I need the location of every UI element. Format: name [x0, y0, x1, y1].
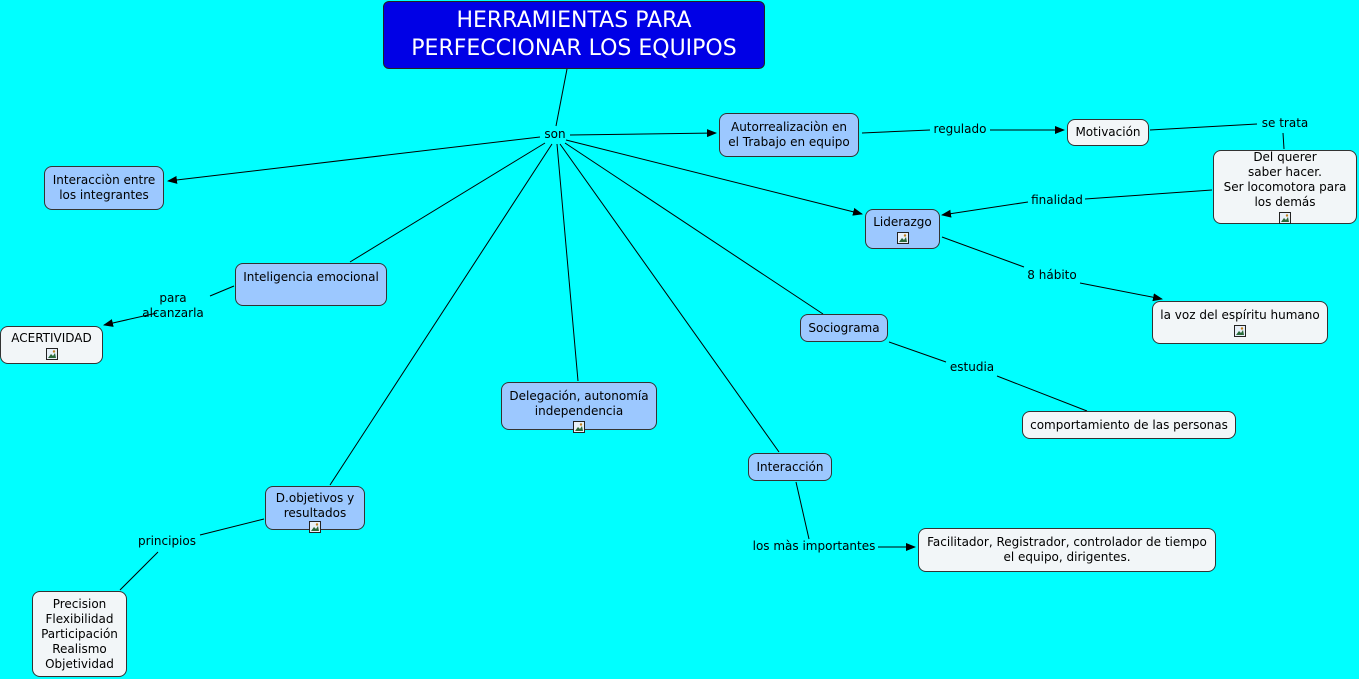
- node-liderazgo[interactable]: Liderazgo: [865, 209, 940, 249]
- node-label: Interacciòn entre los integrantes: [52, 173, 156, 202]
- node-label: Delegación, autonomía independencia: [509, 389, 649, 418]
- link-principios-lista: [119, 551, 159, 591]
- node-label: Facilitador, Registrador, controlador de…: [927, 535, 1207, 564]
- link-interaccion-losmas: [795, 481, 810, 540]
- link-son-interaccion-integrantes: [167, 136, 541, 184]
- link-label-para-alcanzarla: para alcanzarla: [142, 291, 204, 320]
- link-motivacion-setrata: [1149, 123, 1258, 131]
- image-icon[interactable]: [573, 421, 585, 433]
- link-son-delegacion: [556, 143, 579, 382]
- link-inteligencia-para: [209, 285, 235, 297]
- node-acertividad[interactable]: ACERTIVIDAD: [0, 326, 103, 364]
- node-label: comportamiento de las personas: [1030, 417, 1228, 432]
- node-label: Motivación: [1075, 125, 1141, 139]
- node-interaccion[interactable]: Interacción: [748, 453, 832, 481]
- node-label: Interacción: [756, 459, 824, 474]
- link-son-inteligencia: [349, 142, 546, 263]
- map-title[interactable]: HERRAMIENTAS PARA PERFECCIONAR LOS EQUIP…: [383, 1, 765, 69]
- link-label-finalidad: finalidad: [1031, 193, 1083, 207]
- node-label: Del querer saber hacer. Ser locomotora p…: [1223, 150, 1347, 209]
- link-autorrealizacion-regulado: [861, 129, 931, 134]
- node-comportamiento[interactable]: comportamiento de las personas: [1022, 411, 1236, 439]
- link-8habito-voz: [1079, 282, 1163, 302]
- node-del-querer[interactable]: Del querer saber hacer. Ser locomotora p…: [1213, 150, 1357, 224]
- node-label: Inteligencia emocional: [243, 270, 379, 284]
- image-icon[interactable]: [1234, 325, 1246, 337]
- link-label-son: son: [544, 127, 566, 141]
- link-setrata-delquerer: [1282, 132, 1285, 150]
- link-dobjetivos-principios: [199, 518, 265, 536]
- node-autorrealizacion[interactable]: Autorrealizaciòn en el Trabajo en equipo: [719, 113, 859, 157]
- link-son-sociograma: [564, 142, 824, 315]
- node-voz-espiritu[interactable]: la voz del espíritu humano: [1152, 301, 1328, 344]
- link-label-estudia: estudia: [949, 360, 995, 374]
- link-son-dobjetivos: [329, 143, 553, 486]
- map-title-text: HERRAMIENTAS PARA PERFECCIONAR LOS EQUIP…: [411, 8, 737, 61]
- node-label: la voz del espíritu humano: [1160, 308, 1320, 322]
- node-interaccion-integrantes[interactable]: Interacciòn entre los integrantes: [44, 166, 164, 210]
- node-sociograma[interactable]: Sociograma: [800, 314, 888, 342]
- link-label-8-habito: 8 hábito: [1027, 268, 1077, 282]
- node-label: D.objetivos y resultados: [275, 491, 355, 520]
- node-label: Autorrealizaciòn en el Trabajo en equipo: [728, 120, 850, 149]
- link-finalidad-liderazgo: [941, 201, 1029, 218]
- node-delegacion[interactable]: Delegación, autonomía independencia: [501, 382, 657, 433]
- link-estudia-comportamiento: [996, 375, 1088, 412]
- node-motivacion[interactable]: Motivación: [1067, 119, 1149, 146]
- link-label-regulado: regulado: [933, 122, 987, 136]
- image-icon[interactable]: [1279, 212, 1291, 224]
- link-label-se-trata: se trata: [1261, 116, 1309, 130]
- link-title-son: [555, 68, 568, 127]
- link-label-los-mas-importantes: los màs importantes: [752, 539, 876, 553]
- node-label: Sociograma: [808, 320, 880, 335]
- link-delquerer-finalidad: [1084, 189, 1213, 200]
- link-liderazgo-8habito: [941, 236, 1025, 268]
- image-icon[interactable]: [309, 521, 321, 533]
- node-label: Liderazgo: [873, 215, 932, 229]
- link-label-principios: principios: [138, 534, 196, 548]
- link-sociograma-estudia: [888, 341, 947, 363]
- node-label: Precision Flexibilidad Participación Rea…: [41, 596, 118, 671]
- node-principios-lista[interactable]: Precision Flexibilidad Participación Rea…: [32, 591, 127, 677]
- link-son-autorrealizacion: [569, 129, 717, 138]
- image-icon[interactable]: [896, 232, 909, 244]
- image-icon[interactable]: [45, 348, 58, 360]
- node-facilitador[interactable]: Facilitador, Registrador, controlador de…: [918, 528, 1216, 572]
- node-inteligencia[interactable]: Inteligencia emocional: [235, 263, 387, 306]
- link-son-interaccion: [559, 143, 780, 453]
- node-label: ACERTIVIDAD: [11, 331, 92, 345]
- link-para-acertividad: [103, 312, 158, 327]
- link-son-liderazgo: [565, 139, 863, 216]
- node-dobjetivos[interactable]: D.objetivos y resultados: [265, 486, 365, 533]
